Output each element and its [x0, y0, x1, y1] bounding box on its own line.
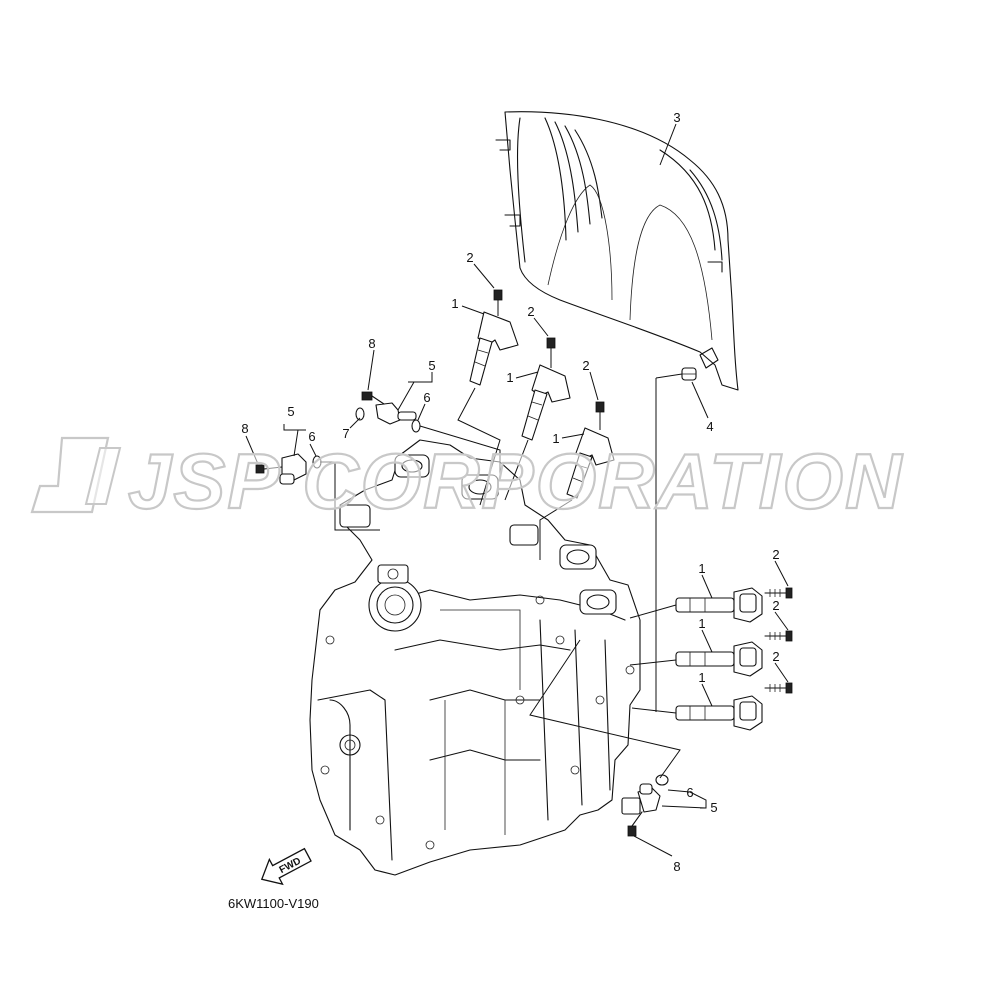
callout-2-side-c: 2: [772, 649, 779, 664]
callout-2-top-a: 2: [466, 250, 473, 265]
crank-sensor-lower[interactable]: [621, 774, 669, 837]
cam-sensor-left[interactable]: [255, 453, 322, 485]
ignition-coil-cover[interactable]: [495, 111, 739, 391]
callout-6-upper: 6: [423, 390, 430, 405]
callout-6-left: 6: [308, 429, 315, 444]
ignition-coil-top-1[interactable]: [469, 289, 519, 386]
fwd-arrow: FWD: [260, 847, 312, 886]
ignition-coil-side-2[interactable]: [675, 630, 793, 677]
leader-lines: [245, 123, 789, 857]
callout-1-side-b: 1: [698, 616, 705, 631]
ignition-coil-top-3[interactable]: [566, 401, 615, 499]
callout-5-lower: 5: [710, 800, 717, 815]
callout-2-side-b: 2: [772, 598, 779, 613]
callout-6-lower: 6: [686, 785, 693, 800]
callout-5-left: 5: [287, 404, 294, 419]
callout-2-top-c: 2: [582, 358, 589, 373]
callout-1-top-b: 1: [506, 370, 513, 385]
cam-sensor-upper[interactable]: [355, 391, 421, 433]
diagram-code: 6KW1100-V190: [228, 896, 319, 911]
callout-2-side-a: 2: [772, 547, 779, 562]
ignition-coil-side-3[interactable]: [675, 682, 793, 731]
fwd-label: FWD: [278, 856, 303, 876]
watermark-text: JSP CORPORATION: [128, 437, 903, 525]
callout-3: 3: [673, 110, 680, 125]
callout-1-top-c: 1: [552, 431, 559, 446]
callout-5-upper: 5: [428, 358, 435, 373]
callout-1-side-a: 1: [698, 561, 705, 576]
ignition-coil-side-1[interactable]: [675, 587, 793, 623]
callout-8-lower: 8: [673, 859, 680, 874]
callout-1-top-a: 1: [451, 296, 458, 311]
grommet[interactable]: [681, 367, 697, 381]
callout-labels: 3 4 2 2 2 1 1 1 1 1 1 2 2 2 8 5 6 7 8 5 …: [241, 110, 779, 874]
callout-2-top-b: 2: [527, 304, 534, 319]
callout-8-upper: 8: [368, 336, 375, 351]
engine-block: [309, 439, 641, 876]
callout-8-left: 8: [241, 421, 248, 436]
callout-1-side-c: 1: [698, 670, 705, 685]
ignition-coil-top-2[interactable]: [521, 337, 571, 441]
callout-4: 4: [706, 419, 713, 434]
watermark: JSP CORPORATION: [30, 436, 903, 526]
callout-7-upper: 7: [342, 426, 349, 441]
